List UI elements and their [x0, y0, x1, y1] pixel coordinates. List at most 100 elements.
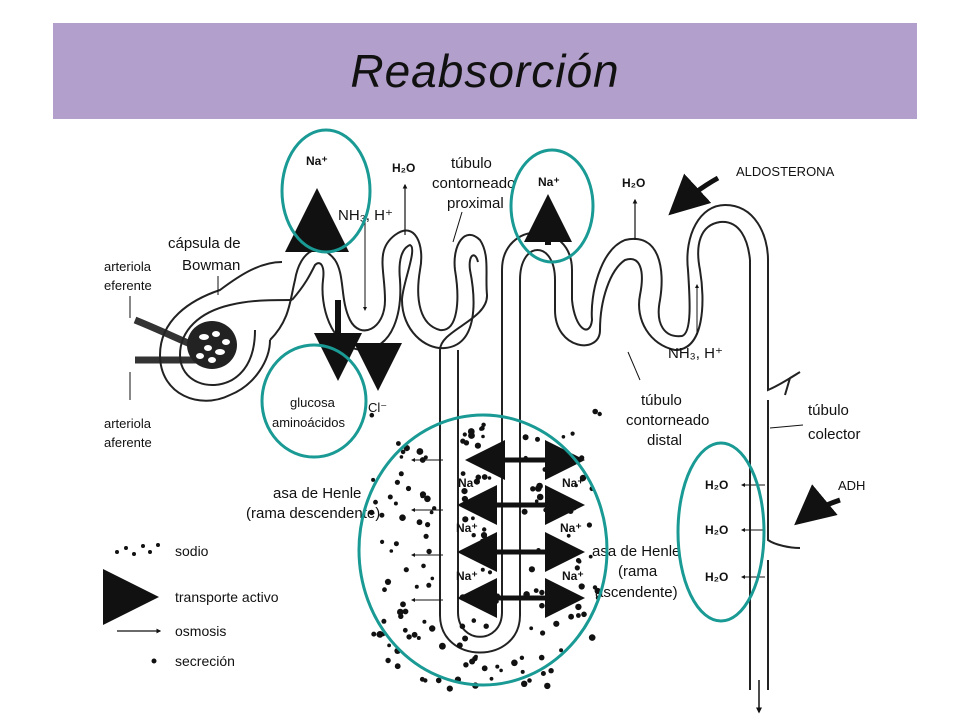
- sodium-dot: [482, 527, 487, 532]
- sodium-dot: [536, 493, 544, 501]
- sodium-dot: [471, 516, 475, 521]
- label-asa-ascendente: asa de Henle: [592, 543, 680, 560]
- sodium-dot: [480, 567, 485, 572]
- sodium-dot: [478, 495, 484, 501]
- sodium-dot: [551, 541, 558, 547]
- sodium-dot: [535, 485, 542, 492]
- sodium-dot: [411, 631, 418, 638]
- sodium-dot: [528, 566, 536, 573]
- na-label: Na⁺: [306, 154, 328, 168]
- sodium-dot: [479, 426, 484, 431]
- sodium-dot: [393, 541, 399, 547]
- sodium-dot: [568, 613, 574, 620]
- sodium-dot: [387, 494, 393, 500]
- h2o-label: H₂O: [392, 161, 415, 175]
- label-arteriola-aferente: arteriola: [104, 416, 152, 431]
- sodium-dot: [577, 559, 582, 564]
- label-tubulo-colector: colector: [808, 426, 861, 443]
- sodium-dot: [421, 563, 426, 569]
- sodium-dot: [551, 605, 556, 610]
- sodium-dot: [467, 428, 475, 435]
- structure-labels: arteriola eferente arteriola aferente cá…: [104, 155, 865, 601]
- sodium-dot: [495, 664, 500, 669]
- sodium-dot: [426, 548, 432, 555]
- label-tubulo-distal: túbulo: [641, 392, 682, 409]
- sodium-dot: [543, 507, 548, 513]
- sodium-dot: [483, 623, 489, 629]
- sodium-dot: [480, 538, 484, 543]
- sodium-dot: [429, 510, 434, 515]
- label-tubulo-proximal: contorneado: [432, 175, 515, 192]
- sodium-dot: [575, 603, 582, 611]
- sodium-dot: [481, 533, 487, 539]
- label-aldosterona: ALDOSTERONA: [736, 164, 835, 179]
- h2o-label: H₂O: [705, 570, 728, 584]
- sodium-dot: [369, 412, 375, 418]
- label-capsula-bowman: Bowman: [182, 257, 240, 274]
- label-tubulo-distal: contorneado: [626, 412, 709, 429]
- label-asa-ascendente: ascendente): [595, 584, 678, 601]
- sodium-dot: [561, 435, 566, 439]
- sodium-dot: [481, 422, 486, 427]
- sodium-dot: [499, 668, 503, 673]
- sodium-dot: [461, 495, 468, 503]
- proximal-tubule: [269, 229, 489, 615]
- sodium-dot: [539, 589, 545, 596]
- sodium-dot: [489, 497, 494, 502]
- label-arteriola-eferente: eferente: [104, 278, 152, 293]
- sodium-dot: [544, 682, 551, 690]
- sodium-dot: [535, 436, 540, 442]
- sodium-dot: [488, 557, 495, 563]
- sodium-dot: [373, 499, 378, 505]
- sodium-dot: [570, 431, 575, 436]
- highlight-circle: [280, 128, 372, 254]
- sodium-dot: [576, 613, 581, 618]
- sodium-dot: [481, 474, 488, 480]
- sodium-dot: [381, 618, 387, 624]
- label-tubulo-distal: distal: [647, 432, 682, 449]
- sodium-dot: [472, 554, 479, 561]
- loop-of-henle: [439, 231, 573, 654]
- sodium-dot: [396, 441, 401, 446]
- sodium-dot: [469, 658, 476, 665]
- sodium-dot: [553, 620, 560, 627]
- loop-na-labels: Na⁺ Na⁺ Na⁺ Na⁺ Na⁺ Na⁺: [456, 476, 584, 583]
- na-label: Na⁺: [562, 569, 584, 583]
- label-tubulo-proximal: proximal: [447, 195, 504, 212]
- sodium-dot: [402, 608, 409, 615]
- na-label: Na⁺: [562, 476, 584, 490]
- legend-osmosis-label: osmosis: [175, 623, 226, 639]
- glomerulus: [187, 321, 237, 369]
- sodium-dot: [423, 455, 428, 460]
- sodium-dot: [538, 654, 545, 661]
- hormone-arrows: [668, 173, 841, 526]
- sodium-dot: [592, 585, 598, 590]
- sodium-dot: [487, 476, 492, 480]
- label-cl: Cl⁻: [368, 400, 387, 415]
- sodium-dot: [435, 677, 442, 684]
- legend-transporte: transporte activo: [103, 569, 279, 625]
- sodium-dot: [547, 605, 552, 610]
- sodium-dot: [481, 665, 488, 672]
- legend-sodio-label: sodio: [175, 543, 209, 559]
- sodium-dot: [474, 442, 481, 449]
- sodium-dot: [405, 485, 412, 492]
- sodium-dot: [578, 583, 585, 590]
- highlight-circles: [260, 128, 766, 687]
- sodium-dot: [588, 634, 596, 641]
- legend-transporte-label: transporte activo: [175, 589, 279, 605]
- sodium-dot: [540, 630, 546, 636]
- sodium-dot: [588, 554, 593, 559]
- label-arteriola-aferente: aferente: [104, 435, 152, 450]
- sodium-dot: [422, 619, 427, 624]
- label-nh3-h: NH₃, H⁺: [668, 345, 723, 362]
- collecting-tubule: [749, 260, 801, 714]
- label-tubulo-colector: túbulo: [808, 402, 849, 419]
- sodium-dot: [581, 611, 587, 618]
- page-title: Reabsorción: [350, 45, 620, 97]
- sodium-dot: [385, 657, 391, 664]
- title-bar: Reabsorción: [53, 23, 917, 119]
- legend-osmosis: osmosis: [117, 623, 226, 639]
- sodium-dot: [530, 486, 536, 492]
